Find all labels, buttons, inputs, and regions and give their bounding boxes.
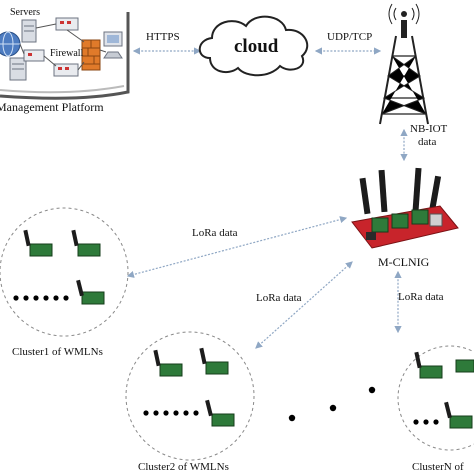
gateway-label: M-CLNIG xyxy=(378,255,430,269)
nbiot-label-line1: NB-IOT xyxy=(410,123,448,135)
router-icon xyxy=(55,17,79,31)
cluster1-label: Cluster1 of WMLNs xyxy=(12,346,103,358)
cell-tower-icon xyxy=(379,3,429,125)
cluster-n xyxy=(397,345,474,451)
cluster-2 xyxy=(125,331,255,461)
server-icon xyxy=(9,57,27,81)
globe-icon xyxy=(0,31,21,57)
cloud-icon xyxy=(198,15,309,77)
lora-link-cluster2 xyxy=(255,261,353,349)
lora-node-icon xyxy=(23,229,53,257)
lora-node-icon xyxy=(76,279,105,305)
lora-node-icon xyxy=(414,351,443,379)
router-icon xyxy=(23,49,45,62)
ellipsis-dots xyxy=(143,410,199,416)
lora-node-icon xyxy=(444,401,473,429)
cloud-label: cloud xyxy=(234,36,279,57)
firewall-label: Firewall xyxy=(50,48,84,59)
cluster-ellipsis xyxy=(288,386,376,422)
cluster-1 xyxy=(0,207,129,337)
lora-node-icon xyxy=(199,347,229,375)
lora-node-icon xyxy=(71,229,101,257)
lora-node-icon xyxy=(205,399,235,427)
lora-node-icon xyxy=(153,349,183,377)
router-icon xyxy=(53,63,79,77)
lora-right-label: LoRa data xyxy=(398,291,444,303)
udp-tcp-label: UDP/TCP xyxy=(327,31,372,43)
server-icon xyxy=(21,19,37,43)
management-platform: Servers Firewall Management Platform xyxy=(0,7,130,114)
lora-top-label: LoRa data xyxy=(192,227,238,239)
lora-node-icon xyxy=(455,359,474,373)
gateway-device xyxy=(351,167,459,249)
ellipsis-dots xyxy=(13,295,69,301)
ellipsis-dots xyxy=(413,419,439,425)
https-label: HTTPS xyxy=(146,31,180,43)
clustern-label: ClusterN of xyxy=(412,461,464,473)
lora-link-cluster1 xyxy=(126,216,348,278)
firewall-icon xyxy=(81,39,101,71)
servers-label: Servers xyxy=(10,7,40,18)
management-platform-label: Management Platform xyxy=(0,100,104,114)
nbiot-label-line2: data xyxy=(418,136,436,148)
lora-mid-label: LoRa data xyxy=(256,292,302,304)
cluster2-label: Cluster2 of WMLNs xyxy=(138,461,229,473)
workstation-icon xyxy=(103,31,123,59)
